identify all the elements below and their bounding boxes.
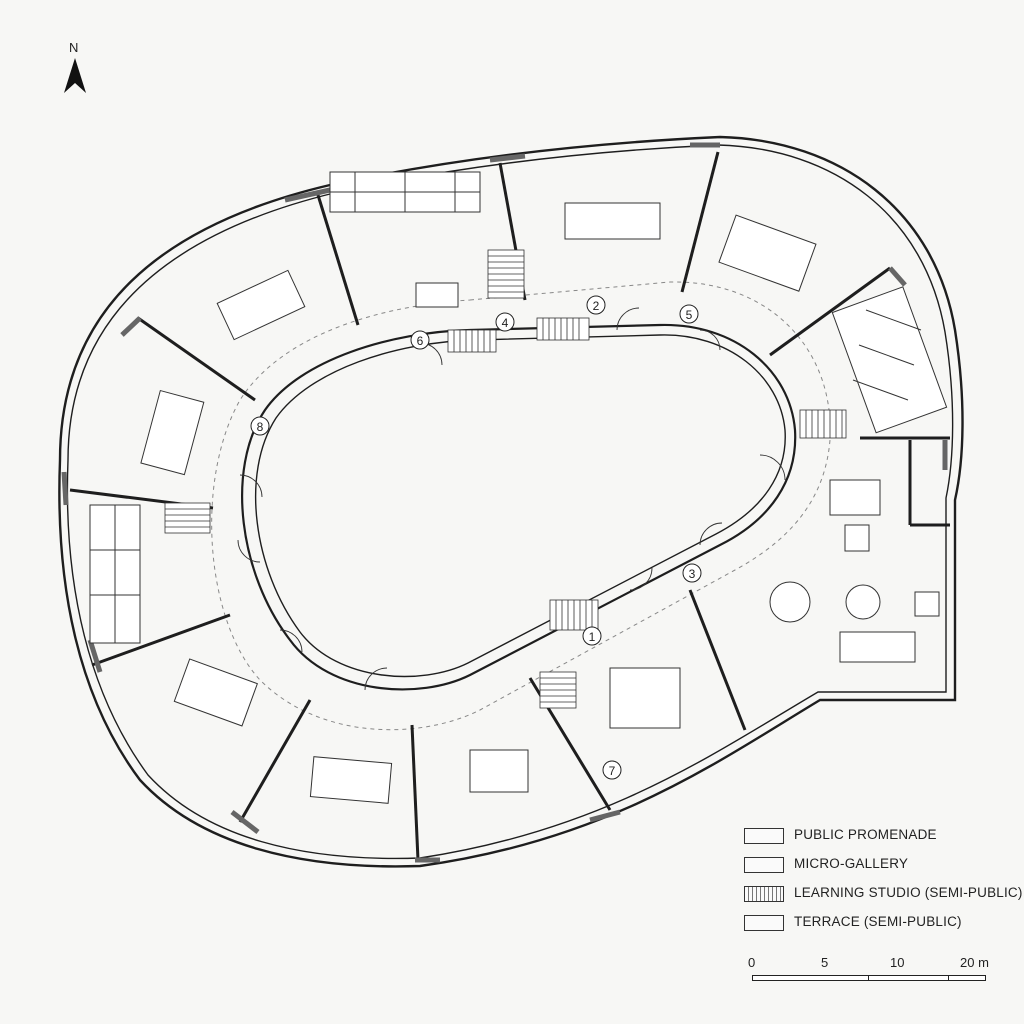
round-table-terrace-2 (845, 584, 881, 620)
desk-north (415, 282, 459, 308)
north-arrow-icon (64, 58, 86, 93)
stair-west (164, 502, 211, 534)
table-ne (718, 214, 817, 292)
scale-bar: 0 5 10 20 m (748, 955, 998, 985)
table-north (564, 202, 661, 240)
room-marker-7: 7 (602, 760, 622, 780)
table-nw (216, 269, 306, 341)
legend-label: MICRO-GALLERY (794, 856, 909, 871)
stair-east (799, 409, 847, 439)
legend-swatch (744, 857, 784, 873)
room-markers: 1 2 3 4 5 6 7 8 (250, 295, 702, 780)
central-void (211, 281, 831, 731)
scale-label-10: 10 (890, 955, 905, 970)
svg-text:4: 4 (502, 316, 509, 330)
room-marker-1: 1 (582, 626, 602, 646)
room-marker-6: 6 (410, 330, 430, 350)
svg-text:7: 7 (609, 764, 616, 778)
scale-bar-line (752, 975, 986, 981)
legend-label: LEARNING STUDIO (SEMI-PUBLIC) (794, 885, 1023, 900)
envelope-hatching (61, 142, 948, 863)
sofa-terrace (839, 631, 916, 663)
round-table-terrace-1 (769, 581, 811, 623)
promenade-path (211, 281, 831, 731)
legend-swatch (744, 828, 784, 844)
room-marker-2: 2 (586, 295, 606, 315)
table-sw (173, 658, 258, 727)
scale-label-0: 0 (748, 955, 756, 970)
legend-item-micro-gallery: MICRO-GALLERY (744, 855, 1014, 884)
partition-walls (69, 151, 950, 861)
scale-tick (948, 976, 949, 980)
svg-text:8: 8 (257, 420, 264, 434)
room-marker-3: 3 (682, 563, 702, 583)
svg-text:5: 5 (686, 308, 693, 322)
sofa-east (831, 286, 948, 434)
legend: PUBLIC PROMENADE MICRO-GALLERY LEARNING … (744, 826, 1022, 942)
svg-text:1: 1 (589, 630, 596, 644)
door-swings (237, 307, 786, 691)
table-south (309, 756, 393, 804)
chair-terrace (914, 591, 940, 617)
room-marker-5: 5 (679, 304, 699, 324)
legend-label: TERRACE (SEMI-PUBLIC) (794, 914, 962, 929)
stair-ring-2 (536, 317, 590, 341)
void-outer-line (241, 323, 797, 691)
svg-text:3: 3 (689, 567, 696, 581)
table-terrace (829, 479, 881, 516)
stairs (164, 249, 847, 709)
scale-label-20: 20 m (960, 955, 989, 970)
legend-item-terrace: TERRACE (SEMI-PUBLIC) (744, 913, 1014, 942)
legend-swatch (744, 915, 784, 931)
table-south-3 (609, 667, 681, 729)
legend-item-learning-studio: LEARNING STUDIO (SEMI-PUBLIC) (744, 884, 1022, 913)
legend-swatch-hatched (744, 886, 784, 902)
legend-label: PUBLIC PROMENADE (794, 827, 937, 842)
svg-text:2: 2 (593, 299, 600, 313)
room-marker-8: 8 (250, 416, 270, 436)
chair-terrace-2 (844, 524, 870, 552)
void-inner-line (254, 334, 786, 678)
legend-item-public-promenade: PUBLIC PROMENADE (744, 826, 1014, 855)
furniture (89, 171, 948, 804)
north-label: N (69, 40, 78, 55)
scale-tick (868, 976, 869, 980)
table-west (140, 389, 205, 476)
scale-label-5: 5 (821, 955, 829, 970)
table-south-2 (469, 749, 529, 793)
north-arrow: N (64, 40, 86, 93)
room-marker-4: 4 (495, 312, 515, 332)
svg-text:6: 6 (417, 334, 424, 348)
